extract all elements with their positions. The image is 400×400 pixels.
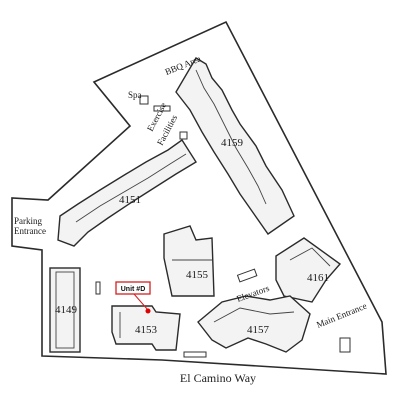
unit-marker-label: Unit #D xyxy=(121,286,146,293)
building-4155[interactable] xyxy=(163,225,215,297)
building-4157-inner xyxy=(213,307,295,323)
parking-label-line2: Entrance xyxy=(14,226,46,236)
small-structure-b xyxy=(183,351,207,358)
small-structure-a xyxy=(95,281,101,295)
small-structure-c xyxy=(339,337,351,353)
unit-marker-box[interactable] xyxy=(115,281,151,295)
building-4149[interactable] xyxy=(49,267,81,353)
exercise-equipment xyxy=(179,131,188,140)
building-4151-courtyard xyxy=(75,153,187,223)
building-4157-label: 4157 xyxy=(247,324,270,336)
spa-label: Spa xyxy=(128,90,142,100)
road-label: El Camino Way xyxy=(180,371,256,385)
building-4161-label: 4161 xyxy=(307,272,329,284)
building-4151[interactable] xyxy=(57,139,197,247)
unit-pin-icon[interactable] xyxy=(145,308,151,314)
building-4159-courtyard xyxy=(195,69,267,205)
building-4161-inner xyxy=(289,247,331,267)
building-4149-inner xyxy=(55,271,75,349)
building-4151-label: 4151 xyxy=(119,194,141,206)
unit-marker-leader xyxy=(133,293,149,311)
building-4149-label: 4149 xyxy=(55,304,78,316)
building-4153[interactable] xyxy=(111,305,181,351)
building-4161[interactable] xyxy=(275,237,342,303)
spa-pool xyxy=(139,95,149,105)
exercise-bench xyxy=(153,105,171,112)
building-4159-label: 4159 xyxy=(221,137,244,149)
building-4157[interactable] xyxy=(197,295,311,353)
parking-label-line1: Parking xyxy=(14,216,42,226)
elevator-block xyxy=(236,268,258,283)
building-4153-label: 4153 xyxy=(135,324,158,336)
building-4155-label: 4155 xyxy=(186,269,209,281)
